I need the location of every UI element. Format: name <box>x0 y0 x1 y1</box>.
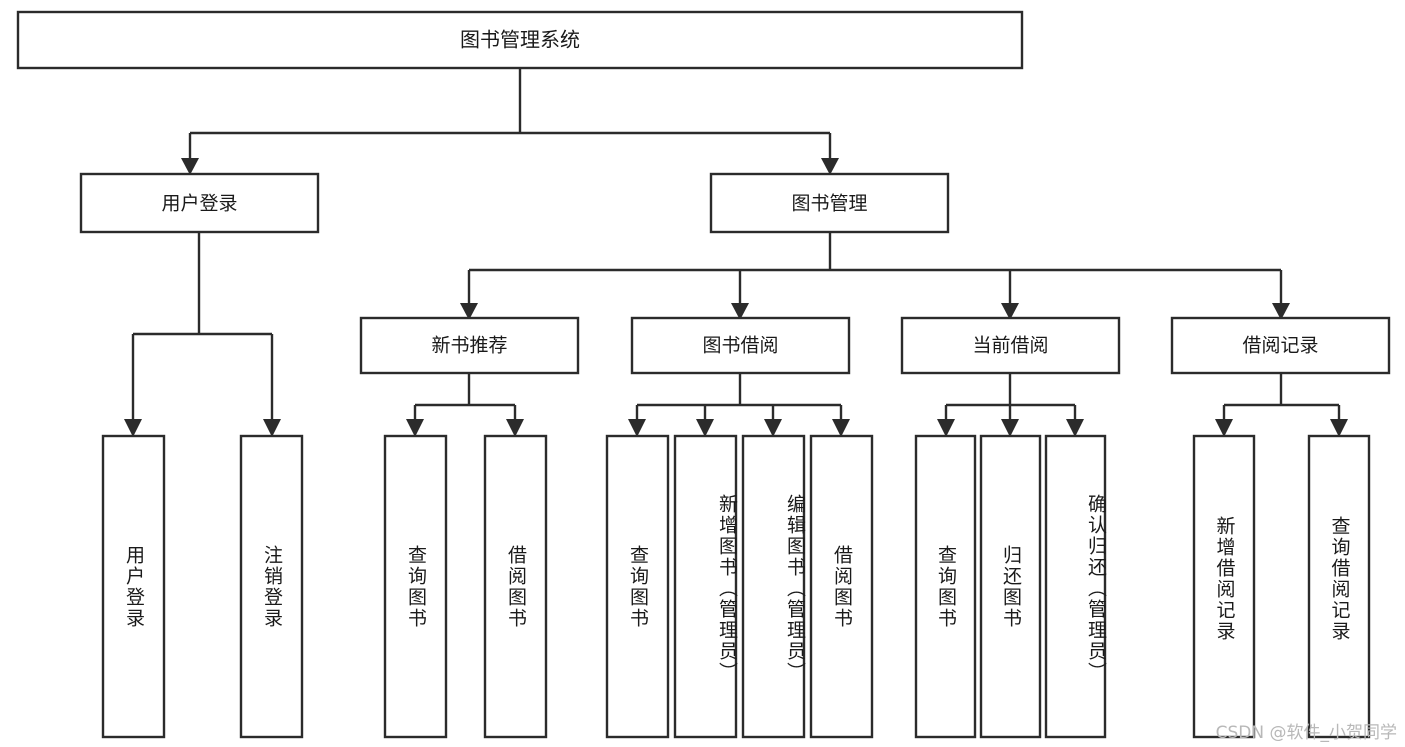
arrowhead-leaf-add-book-admin <box>696 419 714 437</box>
node-book-management[interactable] <box>709 172 950 234</box>
node-leaf-edit-book-admin[interactable] <box>741 434 806 739</box>
node-user-login-label: 用户登录 <box>161 193 237 215</box>
node-current-borrow[interactable] <box>900 316 1121 375</box>
arrowhead-leaf-return-book <box>1001 419 1019 437</box>
node-leaf-query-books-3[interactable] <box>914 434 977 739</box>
node-new-book-recommend-label: 新书推荐 <box>431 335 507 357</box>
arrowhead-leaf-edit-book-admin <box>764 419 782 437</box>
node-borrow-record[interactable] <box>1170 316 1391 375</box>
arrowhead-borrow-record <box>1272 303 1290 320</box>
node-leaf-return-book[interactable] <box>979 434 1042 739</box>
node-leaf-add-book-admin[interactable] <box>673 434 738 739</box>
arrowhead-book-borrow <box>731 303 749 320</box>
node-leaf-borrow-books-2[interactable] <box>809 434 874 739</box>
arrowhead-leaf-add-borrow-record <box>1215 419 1233 437</box>
connector-layer <box>124 68 1348 437</box>
node-book-borrow[interactable] <box>630 316 851 375</box>
node-leaf-logout-login[interactable] <box>239 434 304 739</box>
arrowhead-book-management <box>821 158 839 175</box>
node-leaf-confirm-return-admin[interactable] <box>1044 434 1107 739</box>
node-leaf-borrow-books-1[interactable] <box>483 434 548 739</box>
arrowhead-new-book-recommend <box>460 303 478 320</box>
arrowhead-leaf-query-books-3 <box>937 419 955 437</box>
node-leaf-add-borrow-record[interactable] <box>1192 434 1256 739</box>
node-leaf-query-books-1[interactable] <box>383 434 448 739</box>
node-leaf-user-login[interactable] <box>101 434 166 739</box>
node-layer: 图书管理系统 用户登录 图书管理 新书推荐 图书借阅 当前借阅 借阅记录 <box>16 10 1391 739</box>
node-book-borrow-label: 图书借阅 <box>702 335 778 357</box>
node-user-login[interactable] <box>79 172 320 234</box>
arrowhead-leaf-user-login <box>124 419 142 437</box>
arrowhead-leaf-borrow-books-2 <box>832 419 850 437</box>
node-current-borrow-label: 当前借阅 <box>972 335 1048 357</box>
arrowhead-leaf-logout-login <box>263 419 281 437</box>
node-borrow-record-label: 借阅记录 <box>1242 335 1318 357</box>
node-new-book-recommend[interactable] <box>359 316 580 375</box>
arrowhead-leaf-confirm-return-admin <box>1066 419 1084 437</box>
arrowhead-leaf-query-books-1 <box>406 419 424 437</box>
arrowhead-leaf-query-books-2 <box>628 419 646 437</box>
node-leaf-query-borrow-record[interactable] <box>1307 434 1371 739</box>
node-leaf-query-books-2[interactable] <box>605 434 670 739</box>
arrowhead-leaf-borrow-books-1 <box>506 419 524 437</box>
arrowhead-leaf-query-borrow-record <box>1330 419 1348 437</box>
node-root-label: 图书管理系统 <box>460 28 580 52</box>
arrowhead-current-borrow <box>1001 303 1019 320</box>
node-book-management-label: 图书管理 <box>791 193 867 215</box>
arrowhead-user-login <box>181 158 199 175</box>
node-root[interactable] <box>16 10 1024 70</box>
